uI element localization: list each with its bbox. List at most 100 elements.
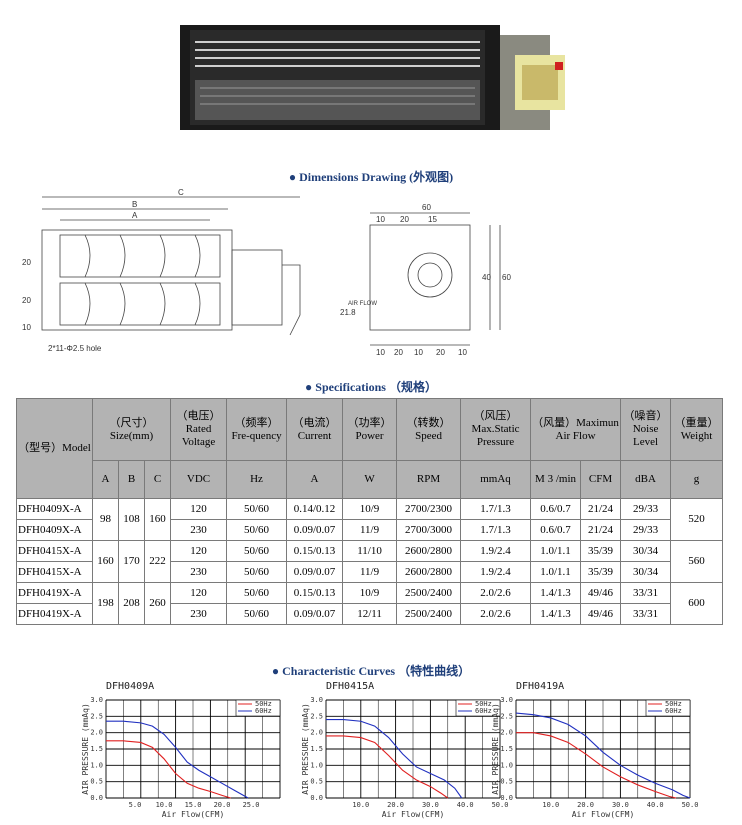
cell-mmaq: 1.7/1.3 xyxy=(460,498,532,520)
y-tick-label: 3.0 xyxy=(500,696,513,704)
cell-amp: 0.09/0.07 xyxy=(286,519,344,541)
y-axis-label: AIR PRESSURE (mmAq) xyxy=(301,703,310,795)
cell-rpm: 2700/3000 xyxy=(396,519,462,541)
unit-b: B xyxy=(118,460,145,499)
series-line-50Hz xyxy=(106,740,231,799)
unit-mmaq: mmAq xyxy=(460,460,532,499)
spec-table: （型号）Model （尺寸）Size(mm) （电压）Rated Voltage… xyxy=(16,398,724,625)
dim-w60: 60 xyxy=(422,203,431,212)
x-tick-label: 10.0 xyxy=(542,801,559,809)
cell-hz: 50/60 xyxy=(226,498,288,520)
x-tick-label: 40.0 xyxy=(647,801,664,809)
y-tick-label: 2.0 xyxy=(310,729,323,737)
x-tick-label: 30.0 xyxy=(422,801,439,809)
dim-v20b: 20 xyxy=(22,296,31,305)
cell-hz: 50/60 xyxy=(226,540,288,562)
cell-rpm: 2700/2300 xyxy=(396,498,462,520)
unit-amp: A xyxy=(286,460,344,499)
x-axis-label: Air Flow(CFM) xyxy=(572,810,635,819)
x-axis-label: Air Flow(CFM) xyxy=(162,810,225,819)
cell-b: 108 xyxy=(118,498,145,541)
x-tick-label: 20.0 xyxy=(214,801,231,809)
unit-hz: Hz xyxy=(226,460,288,499)
cell-w: 11/9 xyxy=(342,519,398,541)
x-tick-label: 30.0 xyxy=(612,801,629,809)
x-tick-label: 25.0 xyxy=(243,801,260,809)
cell-model: DFH0409X-A xyxy=(16,519,93,541)
cell-dba: 30/34 xyxy=(620,540,672,562)
cell-cfm: 21/24 xyxy=(580,519,622,541)
cell-rpm: 2500/2400 xyxy=(396,603,462,625)
cell-model: DFH0419X-A xyxy=(16,603,93,625)
y-tick-label: 1.5 xyxy=(310,745,323,753)
dim-w15: 15 xyxy=(428,215,437,224)
cell-rpm: 2500/2400 xyxy=(396,582,462,604)
dim-v20a: 20 xyxy=(22,258,31,267)
y-tick-label: 3.0 xyxy=(90,696,103,704)
col-pressure: （风压）Max.Static Pressure xyxy=(460,398,532,461)
x-axis-label: Air Flow(CFM) xyxy=(382,810,445,819)
cell-mmaq: 1.7/1.3 xyxy=(460,519,532,541)
cell-amp: 0.14/0.12 xyxy=(286,498,344,520)
cell-m3: 0.6/0.7 xyxy=(530,498,582,520)
dim-b10a: 10 xyxy=(376,348,385,357)
dim-h40: 40 xyxy=(482,273,491,282)
cell-amp: 0.09/0.07 xyxy=(286,561,344,583)
legend-label: 60Hz xyxy=(665,707,682,715)
dim-h60: 60 xyxy=(502,273,511,282)
cell-dba: 29/33 xyxy=(620,498,672,520)
cell-model: DFH0409X-A xyxy=(16,498,93,520)
dim-v10: 10 xyxy=(22,323,31,332)
unit-rpm: RPM xyxy=(396,460,462,499)
col-voltage: （电压）Rated Voltage xyxy=(170,398,228,461)
y-tick-label: 2.5 xyxy=(310,712,323,720)
cell-mmaq: 2.0/2.6 xyxy=(460,603,532,625)
y-tick-label: 0.5 xyxy=(90,778,103,786)
y-tick-label: 0.5 xyxy=(310,778,323,786)
x-tick-label: 40.0 xyxy=(457,801,474,809)
unit-vdc: VDC xyxy=(170,460,228,499)
x-tick-label: 15.0 xyxy=(185,801,202,809)
y-tick-label: 1.0 xyxy=(310,761,323,769)
cell-m3: 1.0/1.1 xyxy=(530,561,582,583)
cell-m3: 1.4/1.3 xyxy=(530,603,582,625)
curve-title: DFH0409A xyxy=(106,681,155,692)
cell-cfm: 49/46 xyxy=(580,582,622,604)
cell-amp: 0.15/0.13 xyxy=(286,582,344,604)
specifications-title-text: ● Specifications （规格） xyxy=(305,380,437,394)
series-line-60Hz xyxy=(515,712,691,799)
legend-label: 60Hz xyxy=(475,707,492,715)
cell-g: 600 xyxy=(670,582,724,625)
cell-b: 170 xyxy=(118,540,145,583)
cell-a: 160 xyxy=(92,540,119,583)
unit-cfm: CFM xyxy=(580,460,622,499)
cell-rpm: 2600/2800 xyxy=(396,561,462,583)
cell-c: 260 xyxy=(143,582,172,625)
series-line-60Hz xyxy=(326,719,463,799)
cell-hz: 50/60 xyxy=(226,561,288,583)
unit-g: g xyxy=(670,460,724,499)
dim-a: A xyxy=(132,211,138,220)
cell-dba: 29/33 xyxy=(620,519,672,541)
y-tick-label: 1.5 xyxy=(500,745,513,753)
dimensions-drawing: C B A 20 20 10 2*11-Φ2.5 hole 60 10 20 1… xyxy=(22,188,511,357)
cell-hz: 50/60 xyxy=(226,582,288,604)
x-tick-label: 5.0 xyxy=(129,801,142,809)
curve-title: DFH0415A xyxy=(326,681,375,692)
cell-hz: 50/60 xyxy=(226,519,288,541)
col-freq: （频率）Fre-quency xyxy=(226,398,288,461)
legend-label: 50Hz xyxy=(665,700,682,708)
cell-mmaq: 1.9/2.4 xyxy=(460,561,532,583)
cell-model: DFH0415X-A xyxy=(16,561,93,583)
curves-title-text: ● Characteristic Curves （特性曲线） xyxy=(271,664,471,678)
cell-vdc: 230 xyxy=(170,519,228,541)
series-line-50Hz xyxy=(326,735,449,799)
col-model: （型号）Model xyxy=(16,398,93,499)
cell-cfm: 35/39 xyxy=(580,561,622,583)
y-tick-label: 1.0 xyxy=(90,761,103,769)
col-power: （功率）Power xyxy=(342,398,398,461)
